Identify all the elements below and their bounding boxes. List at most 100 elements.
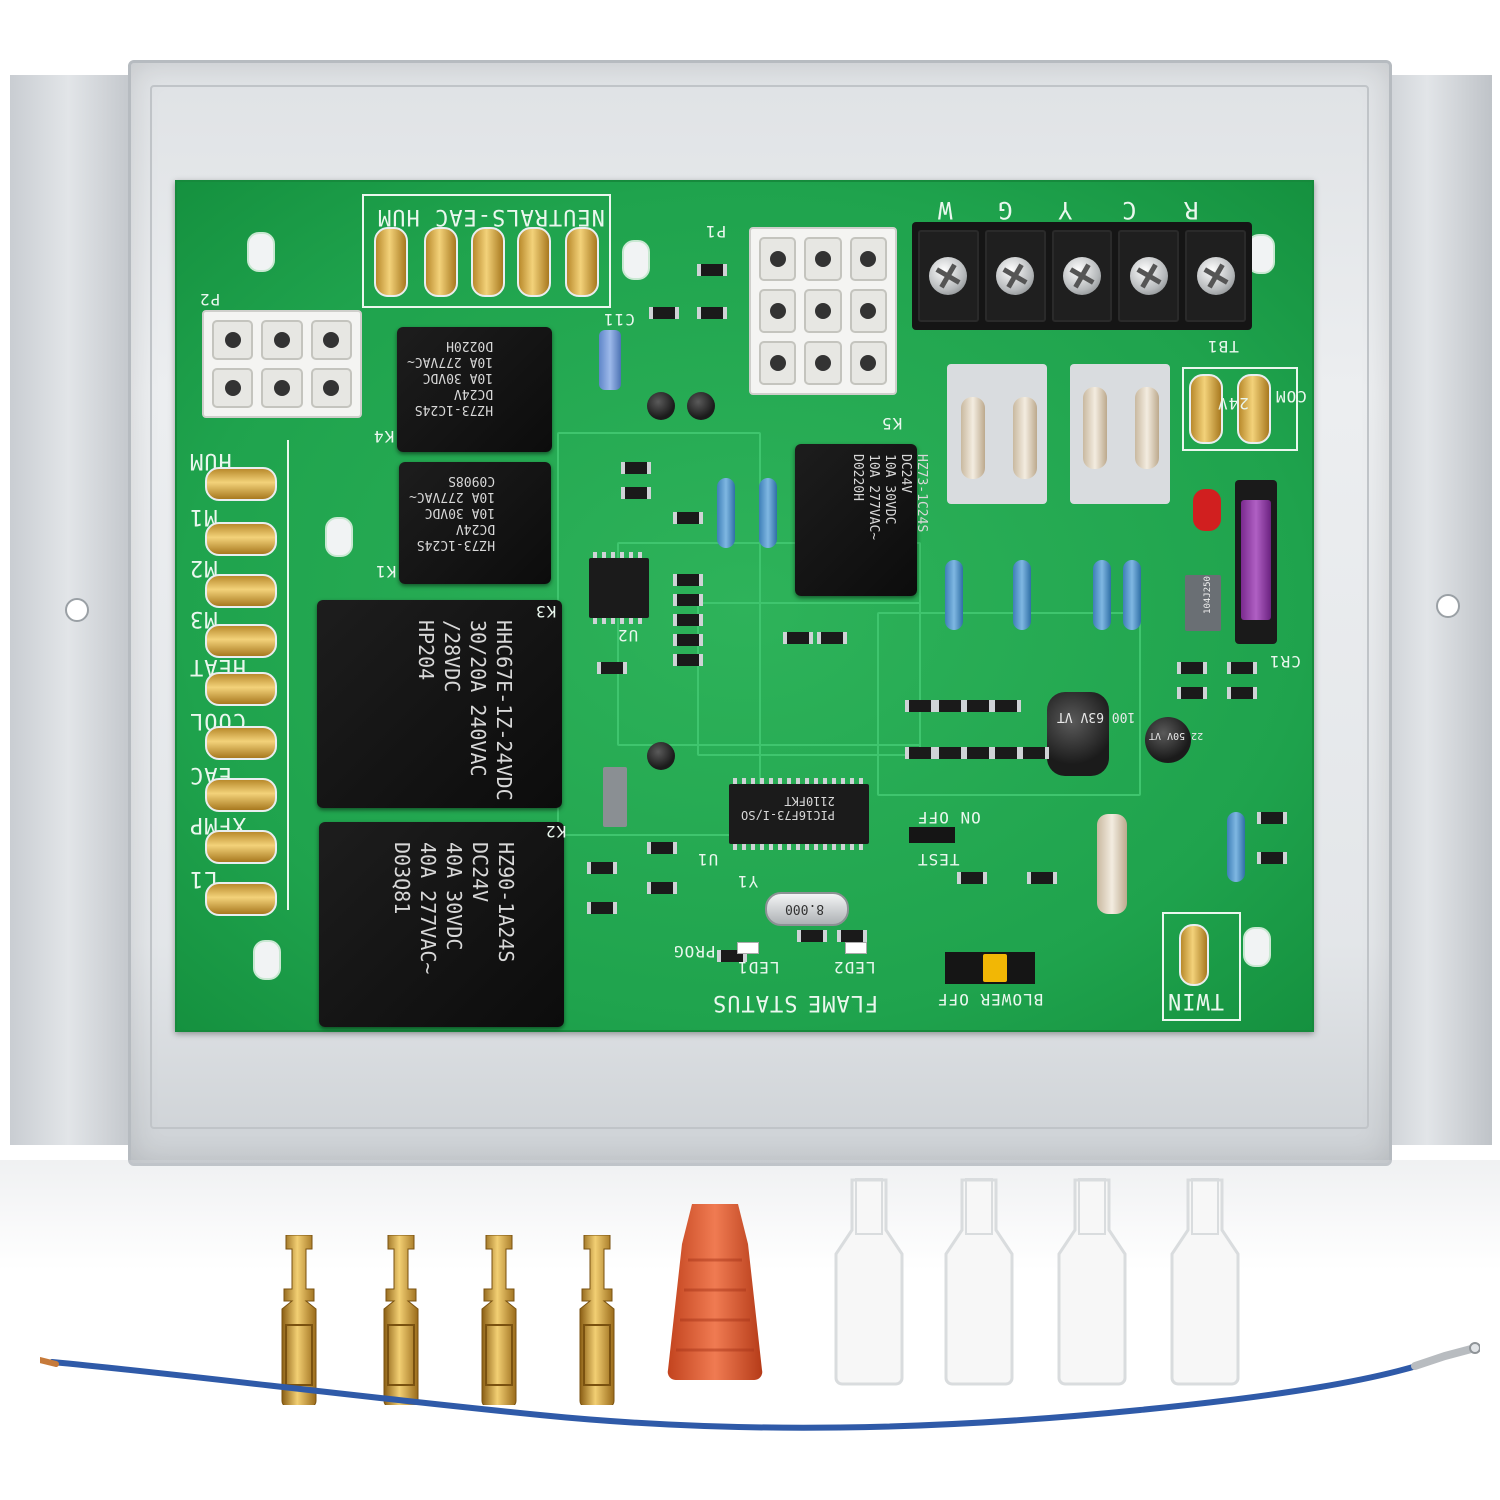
m1-spade-terminal[interactable] [205,522,277,556]
com-spade-terminal[interactable] [1237,374,1271,444]
xfmp-spade-terminal[interactable] [205,830,277,864]
p2-molex-connector[interactable] [202,310,362,418]
smd-resistor [673,634,703,646]
board-hole [325,517,353,557]
heat-spade-terminal[interactable] [205,672,277,706]
hum-spade-terminal[interactable] [205,467,277,501]
resistor-r28 [1227,812,1245,882]
c11-label: C11 [603,310,635,329]
screw-icon[interactable] [1129,257,1168,295]
relay-k5-marking: HZ73-1C24S DC24V 10A 30VDC 10A 277VAC~ D… [850,454,929,541]
relay-k1-marking: HZ73-1C24S DC24V 10A 30VDC 10A 277VAC~ C… [409,473,496,552]
smd-resistor [1257,812,1287,824]
m2-spade-terminal[interactable] [205,574,277,608]
white-insulator-sleeve [1170,1178,1240,1386]
twin-spade-terminal[interactable] [1179,924,1209,986]
smd-resistor [935,700,965,712]
capacitor-c2: 22 50V VT [1145,717,1203,763]
blue-jumper-wire [40,1342,1480,1431]
board-hole [253,940,281,980]
smd-resistor [647,882,677,894]
capacitor-c8 [603,767,627,827]
twin-label: TWIN [1167,988,1224,1013]
smd-resistor [963,700,993,712]
smd-resistor [963,747,993,759]
smd-resistor [673,512,703,524]
u2-label: U2 [617,626,639,645]
smd-resistor [647,842,677,854]
m3-spade-terminal[interactable] [205,624,277,658]
tray-inner-lip [150,85,1369,1129]
smd-resistor [991,700,1021,712]
com-24v-box [1182,367,1298,451]
smd-resistor [673,654,703,666]
relay-k2: HZ90-1A24S DC24V 40A 30VDC 40A 277VAC~ D… [319,822,564,1027]
smd-diode [1227,662,1257,674]
smd-resistor [673,574,703,586]
screw-icon[interactable] [929,257,968,295]
neutral-spade-terminal[interactable] [374,227,408,297]
test-jumper-header[interactable] [909,827,955,843]
u1-label: U1 [697,850,719,869]
thermostat-terminal-block[interactable] [912,222,1252,330]
k1-label: K1 [375,562,397,581]
chip-u2 [589,552,649,624]
power-resistor [961,397,985,479]
terminal-y[interactable] [1051,230,1113,322]
blower-jumper-cap[interactable] [983,954,1007,982]
resistor-r9 [1123,560,1141,630]
smd-resistor [905,747,935,759]
relay-k2-marking: HZ90-1A24S DC24V 40A 30VDC 40A 277VAC~ D… [390,842,518,975]
power-resistor-r1 [1097,814,1127,914]
relay-k3: HHC67E-1Z-24VDC 30/20A 240VAC /28VDC HP2… [317,600,562,808]
resistor-r5 [717,478,735,548]
resistor-r70 [1013,560,1031,630]
flame-led [845,942,867,954]
screw-icon[interactable] [1196,257,1235,295]
power-resistor [1013,397,1037,479]
bracket-right-flange [1374,75,1492,1145]
cool-spade-terminal[interactable] [205,726,277,760]
smd-resistor [587,862,617,874]
cr1-label: CR1 [1269,652,1301,671]
test-label: TEST [917,850,960,869]
24v-spade-terminal[interactable] [1189,374,1223,444]
screw-icon[interactable] [996,257,1035,295]
l1-spade-terminal[interactable] [205,882,277,916]
neutral-spade-terminal[interactable] [424,227,458,297]
status-led [737,942,759,954]
orange-wire-nut [667,1204,763,1381]
resistor-r4 [1093,560,1111,630]
neutral-spade-terminal[interactable] [565,227,599,297]
smd-resistor [817,632,847,644]
k2-label: K2 [545,822,567,841]
smd-resistor [837,930,867,942]
fuse[interactable] [1241,500,1271,620]
tantalum-cap: 104J250 [1185,575,1221,631]
relay-k5: HZ73-1C24S DC24V 10A 30VDC 10A 277VAC~ D… [795,444,929,596]
terminal-c[interactable] [1118,230,1180,322]
capacitor-c11 [599,330,621,390]
u1-marking: PIC16F73-I/SO 2110FKT [741,794,835,822]
eac-spade-terminal[interactable] [205,778,277,812]
neutral-spade-terminal[interactable] [471,227,505,297]
blower-off-label: BLOWER OFF [937,990,1044,1009]
neutral-spade-terminal[interactable] [517,227,551,297]
tb-letter-g: G [997,196,1013,224]
relay-k4-marking: HZ73-1C24S DC24V 10A 30VDC 10A 277VAC~ D… [407,338,494,417]
terminal-w[interactable] [918,230,979,322]
terminal-r[interactable] [1185,230,1246,322]
white-insulator-sleeve [1057,1178,1127,1386]
smd-resistor [797,930,827,942]
led2-label: LED2 [833,958,876,977]
tb1-label: TB1 [1207,337,1239,356]
screw-icon[interactable] [1062,257,1101,295]
smd-resistor [587,902,617,914]
p1-molex-connector[interactable] [749,227,897,395]
smd-resistor [649,307,679,319]
smd-resistor [697,307,727,319]
terminal-g[interactable] [984,230,1046,322]
pcb-trace [877,612,1141,796]
status-label: STATUS [712,990,798,1015]
